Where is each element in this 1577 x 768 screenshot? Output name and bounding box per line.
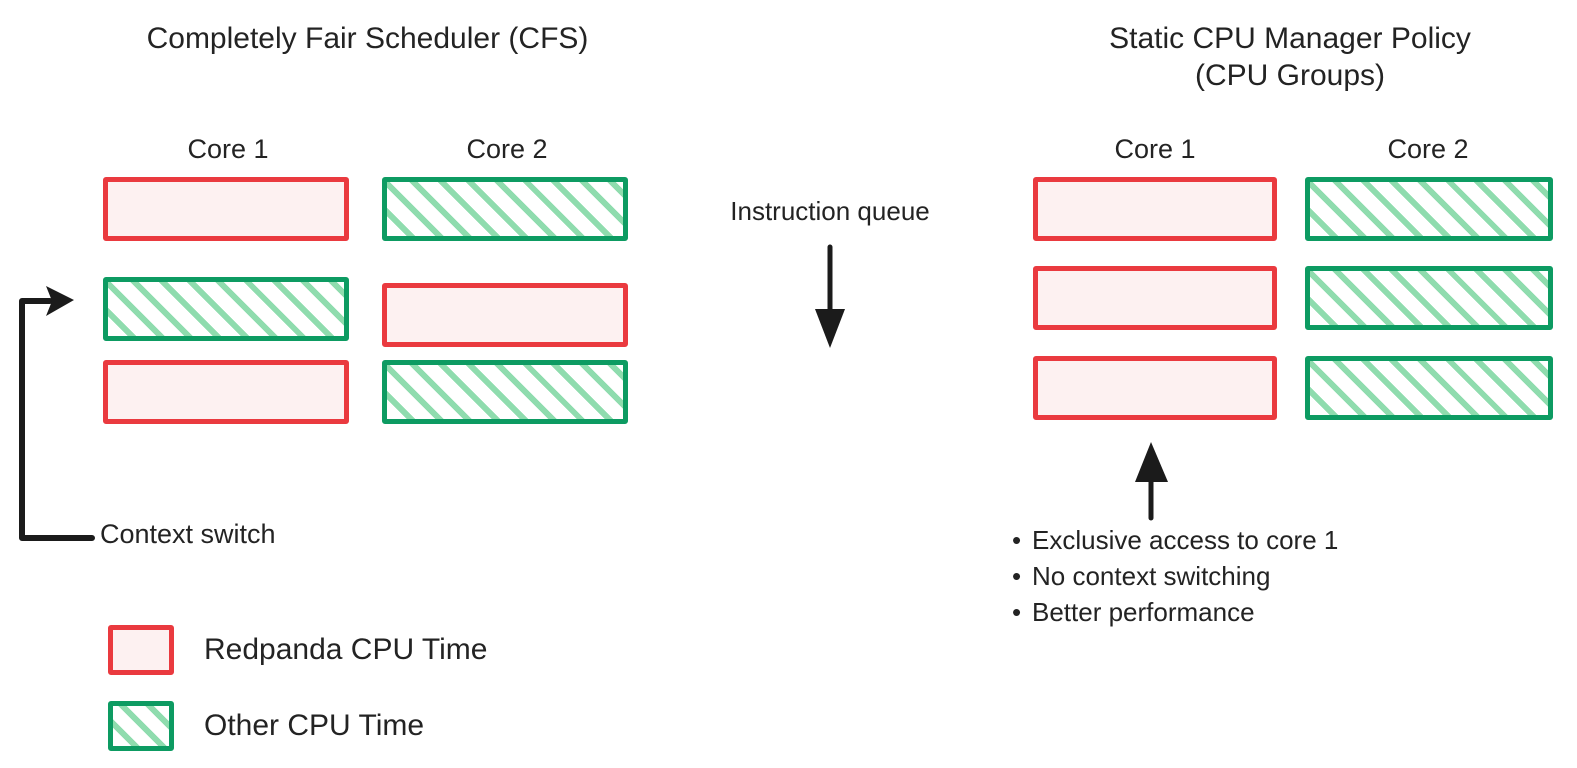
bullet-dot-icon: • [1012,561,1022,591]
right-core-2-label: Core 2 [1387,134,1469,164]
bullet-dot-icon: • [1012,525,1022,555]
left-core-1-label: Core 1 [187,134,269,164]
context-switch-arrow-icon [19,286,95,541]
right-core2-slot-1-other[interactable] [1305,177,1553,241]
left-core1-slot-1-redpanda[interactable] [103,177,349,241]
left-core2-slot-2-redpanda[interactable] [382,283,628,347]
right-core-1-label: Core 1 [1114,134,1196,164]
context-switch-label: Context switch [100,519,276,549]
right-core2-slot-3-other[interactable] [1305,356,1553,420]
left-core1-slot-3-redpanda[interactable] [103,360,349,424]
benefit-item-2: • No context switching [1012,558,1492,594]
right-core1-slot-3-redpanda[interactable] [1033,356,1277,420]
right-core2-slot-2-other[interactable] [1305,266,1553,330]
benefit-item-1: • Exclusive access to core 1 [1012,522,1492,558]
instruction-queue-label: Instruction queue [730,196,930,226]
benefits-list: • Exclusive access to core 1 • No contex… [1012,522,1492,630]
bullet-dot-icon: • [1012,597,1022,627]
exclusive-access-arrow-up-icon [1135,442,1168,521]
benefit-item-3: • Better performance [1012,594,1492,630]
instruction-queue-arrow-down-icon [815,244,845,348]
legend-swatch-redpanda [108,625,174,675]
right-core1-slot-1-redpanda[interactable] [1033,177,1277,241]
legend-label-other: Other CPU Time [204,709,425,742]
benefit-label-2: No context switching [1032,561,1271,591]
left-core2-slot-1-other[interactable] [382,177,628,241]
right-panel-title: Static CPU Manager Policy (CPU Groups) [1109,22,1471,92]
legend: Redpanda CPU Time Other CPU Time [108,612,487,764]
right-core1-slot-2-redpanda[interactable] [1033,266,1277,330]
legend-item-other: Other CPU Time [108,688,487,764]
benefit-label-3: Better performance [1032,597,1255,627]
left-core1-slot-2-other[interactable] [103,277,349,341]
left-core-2-label: Core 2 [466,134,548,164]
benefit-label-1: Exclusive access to core 1 [1032,525,1339,555]
legend-item-redpanda: Redpanda CPU Time [108,612,487,688]
legend-swatch-other [108,701,174,751]
legend-label-redpanda: Redpanda CPU Time [204,633,488,666]
left-panel-title: Completely Fair Scheduler (CFS) [146,22,589,55]
left-core2-slot-3-other[interactable] [382,360,628,424]
